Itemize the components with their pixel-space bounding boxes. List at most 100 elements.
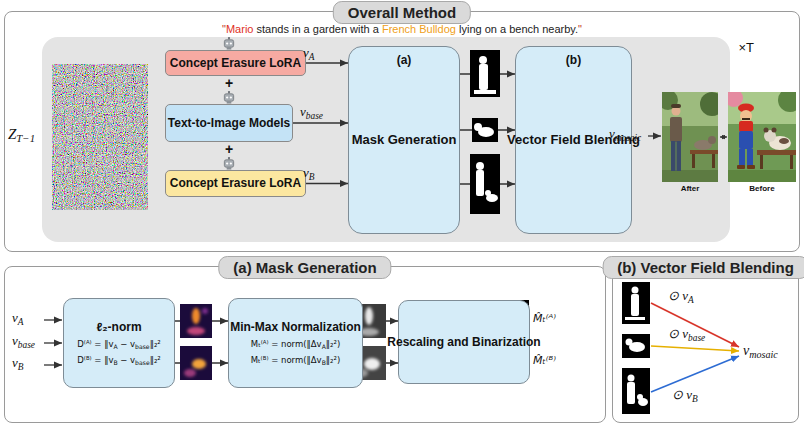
blend-label: ⊙ vbase [668, 327, 705, 344]
node-text: ×T [738, 40, 754, 55]
label-text: base [688, 333, 705, 343]
text-row: Text-to-Image Models [168, 116, 290, 130]
arrow-connector [306, 183, 348, 184]
plus-sign: + [225, 76, 233, 91]
art-shape [192, 308, 200, 324]
node-text: (a) [397, 53, 412, 67]
node-text: base [135, 359, 150, 366]
image-caption: Before [728, 184, 796, 193]
node-text: Concept Erasure LoRA [170, 176, 301, 190]
label-text: Z [8, 126, 16, 142]
art-shape [648, 135, 661, 136]
art-shape [44, 342, 62, 343]
text-row: (b) Vector Field Blending [602, 256, 804, 279]
art-shape [627, 382, 635, 404]
label-text: B [692, 394, 698, 404]
mask-label: M̂ₜ⁽ᴮ⁾ [533, 355, 556, 368]
art-shape [631, 294, 639, 316]
process-box: (a) Mask Generation [348, 46, 460, 234]
text-row: ×T [738, 40, 754, 55]
vector-label: vbase [12, 334, 35, 351]
process-box: Min-Max NormalizationMₜ⁽ᴬ⁾ = norm(‖ΔvA‖₂… [228, 298, 363, 388]
blend-label: ⊙ vB [672, 388, 698, 405]
node-text: Mₜ⁽ᴬ⁾ = norm(‖Δv [251, 339, 322, 349]
node-text: Mask Generation [352, 132, 457, 147]
latent-label: ZT−1 [8, 126, 35, 145]
label-text: mosaic [749, 349, 778, 360]
art-shape [224, 157, 233, 170]
art-shape [184, 369, 196, 377]
label-text: " [222, 23, 226, 35]
node-text: ‖₂² [150, 355, 161, 365]
node-text: − v [120, 355, 135, 365]
art-shape [44, 364, 62, 365]
node-text: ℓ₂-norm [96, 320, 141, 334]
blend-label: ⊙ vA [668, 289, 694, 306]
art-shape [772, 128, 777, 133]
art-shape [700, 92, 718, 116]
art-shape [622, 334, 650, 358]
label-text: T−1 [16, 132, 35, 144]
text-row: Overall Method [333, 1, 471, 24]
art-shape [712, 154, 715, 168]
vector-label: vA [12, 311, 24, 328]
art-shape [708, 136, 716, 144]
label-text: v [303, 165, 309, 180]
art-shape [779, 138, 789, 144]
label-text: v [743, 343, 749, 358]
label-text: + [225, 75, 233, 91]
node-text: ‖₂²) [326, 339, 340, 349]
label-text: B [18, 362, 24, 372]
node-text: D⁽ᴬ⁾ = ‖v [77, 339, 113, 349]
prompt-text: "Mariostands in a garden with aFrench Bu… [0, 23, 804, 36]
label-text: lying on a bench nearby. [459, 23, 578, 35]
art-shape [44, 319, 62, 320]
art-shape [671, 104, 681, 108]
art-shape [470, 154, 500, 214]
art-shape [670, 117, 682, 142]
art-shape [760, 155, 763, 169]
mask-images [470, 50, 500, 214]
label-text: v [12, 310, 18, 325]
text-row: Mask Generation [352, 132, 457, 148]
art-shape [720, 136, 727, 137]
lora-box: Concept Erasure LoRA [165, 170, 306, 197]
art-shape [757, 150, 796, 155]
text-row: D⁽ᴮ⁾ = ‖vB− vbase‖₂² [77, 355, 160, 366]
art-shape [662, 170, 718, 182]
label-text: stands in a garden with a [257, 23, 379, 35]
label-text: base [306, 111, 323, 121]
mask-label: M̂ₜ⁽ᴬ⁾ [533, 313, 556, 326]
label-text: M̂ₜ⁽ᴬ⁾ [533, 312, 556, 325]
blend-masks [622, 282, 650, 414]
art-shape [364, 358, 380, 370]
art-shape [671, 141, 676, 171]
node-text: − v [120, 339, 135, 349]
label-text: B [309, 172, 315, 182]
art-shape [224, 91, 233, 104]
art-shape [778, 92, 796, 112]
art-shape [479, 64, 488, 90]
process-box: ℓ₂-normD⁽ᴬ⁾ = ‖vA− vbase‖₂²D⁽ᴮ⁾ = ‖vB− v… [63, 298, 175, 388]
art-shape [622, 282, 650, 324]
label-text: Before [749, 184, 774, 193]
art-shape [632, 287, 639, 294]
vector-label: vmosaic [743, 343, 778, 361]
node-text: B [322, 359, 326, 366]
art-shape [651, 346, 739, 351]
art-shape [739, 149, 745, 166]
art-shape [764, 128, 769, 133]
label-text: French Bulldog [382, 23, 456, 35]
label-text: ⊙ v [668, 288, 688, 303]
text-row: (a) Mask Generation [218, 256, 391, 279]
art-shape [52, 64, 148, 210]
detail-panel: (a) Mask Generationℓ₂-normD⁽ᴬ⁾ = ‖vA− vb… [4, 266, 606, 423]
art-shape [739, 131, 753, 149]
art-shape [739, 121, 753, 132]
heatmap-images [180, 304, 212, 380]
vector-label: vA [303, 46, 315, 63]
art-shape [365, 307, 373, 325]
arrow-connector [293, 122, 348, 123]
art-shape [479, 56, 487, 64]
